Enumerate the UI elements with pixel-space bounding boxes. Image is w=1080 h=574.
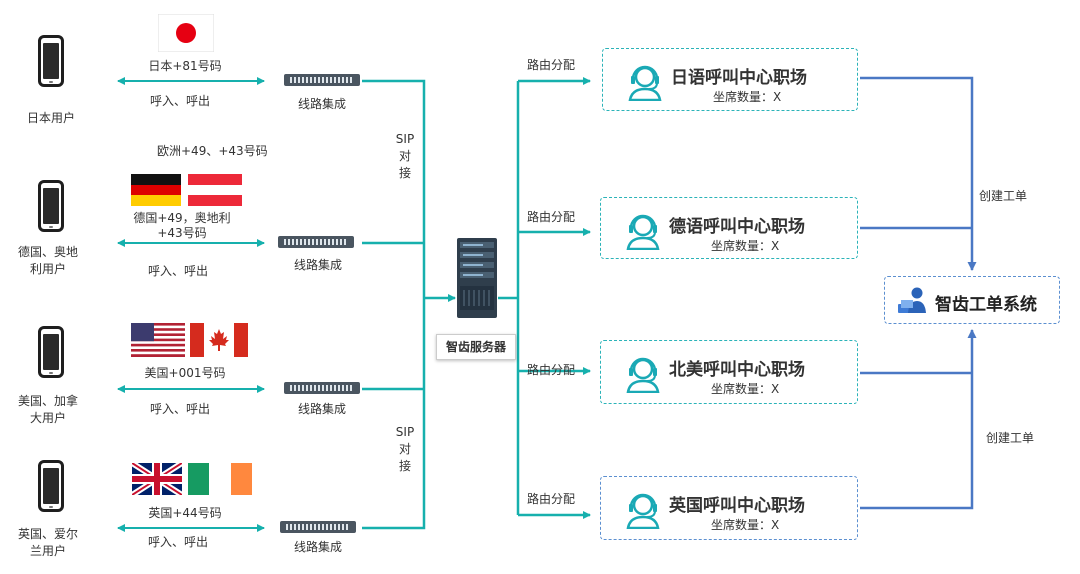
ticket-system-box: 智齿工单系统 xyxy=(884,276,1060,324)
trunk-bus xyxy=(362,79,426,530)
ticket-system-label: 智齿工单系统 xyxy=(935,295,1037,315)
ticket-flow-bottom xyxy=(860,329,977,510)
phone-icon xyxy=(38,326,64,378)
routing-label: 路由分配 xyxy=(527,58,576,72)
call-center-north-america: 北美呼叫中心职场 坐席数量：X xyxy=(600,340,858,404)
number-label-europe: 欧洲+49、+43号码 xyxy=(157,144,268,158)
trunk-label: 线路集成 xyxy=(297,97,346,111)
user-label-germany-austria: 德国、奥地利用户 xyxy=(17,245,78,276)
number-label-uk: 英国+44号码 xyxy=(148,506,222,520)
call-center-title: 德语呼叫中心职场 xyxy=(669,217,805,237)
flag-canada-icon xyxy=(190,323,248,357)
user-label-usa-canada: 美国、加拿大用户 xyxy=(17,394,78,425)
flag-uk-icon xyxy=(132,463,182,495)
ticket-flow-top xyxy=(860,76,977,271)
flag-usa-icon xyxy=(131,323,185,357)
call-label: 呼入、呼出 xyxy=(150,94,211,108)
user-label-japan: 日本用户 xyxy=(26,111,75,125)
routing-label: 路由分配 xyxy=(527,363,576,377)
call-center-title: 北美呼叫中心职场 xyxy=(669,360,805,380)
ticket-system-icon xyxy=(898,287,926,313)
call-center-seats: 坐席数量：X xyxy=(713,90,782,104)
routing-label: 路由分配 xyxy=(527,210,576,224)
router-icon xyxy=(278,236,354,248)
call-center-seats: 坐席数量：X xyxy=(711,518,780,532)
call-center-title: 英国呼叫中心职场 xyxy=(669,496,805,516)
call-center-uk: 英国呼叫中心职场 坐席数量：X xyxy=(600,476,858,540)
trunk-label: 线路集成 xyxy=(293,258,342,272)
headset-agent-icon xyxy=(626,357,660,393)
call-center-german: 德语呼叫中心职场 坐席数量：X xyxy=(600,197,858,259)
server-icon xyxy=(457,238,497,318)
flag-austria-icon xyxy=(188,174,242,206)
headset-agent-icon xyxy=(626,214,660,250)
call-center-japanese: 日语呼叫中心职场 坐席数量：X xyxy=(602,48,858,111)
phone-icon xyxy=(38,180,64,232)
create-ticket-label: 创建工单 xyxy=(986,431,1035,445)
flag-japan-icon xyxy=(158,14,214,52)
router-icon xyxy=(284,74,360,86)
call-label: 呼入、呼出 xyxy=(150,402,211,416)
call-center-seats: 坐席数量：X xyxy=(711,382,780,396)
router-icon xyxy=(280,521,356,533)
number-label-usa-canada: 美国+001号码 xyxy=(144,366,226,380)
number-label-japan: 日本+81号码 xyxy=(148,59,222,73)
trunk-label: 线路集成 xyxy=(293,540,342,554)
call-center-title: 日语呼叫中心职场 xyxy=(671,68,807,88)
number-label-germany-austria-2: +43号码 xyxy=(157,226,207,240)
user-label-uk-ireland: 英国、爱尔兰用户 xyxy=(17,527,78,558)
call-label: 呼入、呼出 xyxy=(148,535,209,549)
server-label: 智齿服务器 xyxy=(436,334,516,360)
headset-agent-icon xyxy=(628,65,662,101)
phone-icon xyxy=(38,35,64,87)
router-icon xyxy=(284,382,360,394)
routing-label: 路由分配 xyxy=(527,492,576,506)
call-center-seats: 坐席数量：X xyxy=(711,239,780,253)
create-ticket-label: 创建工单 xyxy=(979,189,1028,203)
flag-ireland-icon xyxy=(188,463,252,495)
headset-agent-icon xyxy=(626,493,660,529)
flag-germany-icon xyxy=(131,174,181,206)
phone-icon xyxy=(38,460,64,512)
number-label-germany-austria: 德国+49，奥地利 xyxy=(133,211,231,225)
call-label: 呼入、呼出 xyxy=(148,264,209,278)
trunk-label: 线路集成 xyxy=(297,402,346,416)
